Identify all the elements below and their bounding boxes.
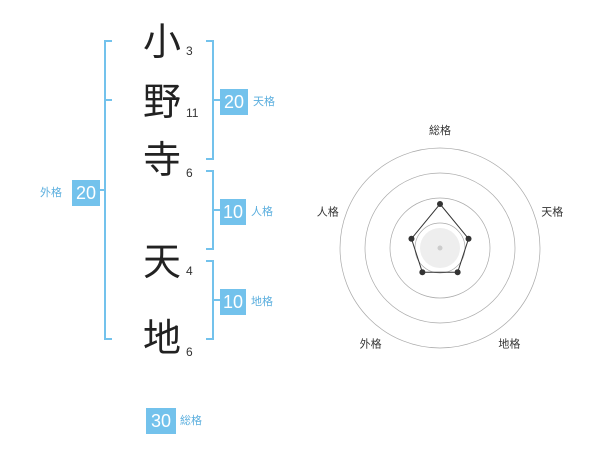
gaikaku-bracket-connector <box>98 189 106 191</box>
char-2: 野 <box>142 80 181 124</box>
char-5-strokes: 6 <box>186 345 193 359</box>
tenkaku-bracket-connector <box>212 99 220 101</box>
char-2-strokes: 11 <box>186 106 199 120</box>
radar-axis-label-1: 総格 <box>429 123 451 137</box>
radar-point-3 <box>454 269 461 276</box>
radar-point-4 <box>419 269 426 276</box>
char-3: 寺 <box>142 138 181 182</box>
soukaku-label: 総格 <box>180 414 202 427</box>
chikaku-score: 10 <box>220 289 246 315</box>
jinkaku-label: 人格 <box>251 205 273 218</box>
radar-ring-2 <box>389 197 491 299</box>
radar-series-outline <box>410 203 470 273</box>
gaikaku-bracket-inner-tick <box>104 99 112 101</box>
gaikaku-label: 外格 <box>40 186 62 199</box>
char-1: 小 <box>142 20 181 64</box>
radar-axis-label-4: 外格 <box>360 336 382 350</box>
radar-axis-label-2: 天格 <box>541 205 563 219</box>
soukaku-score: 30 <box>146 408 176 434</box>
radar-point-1 <box>437 201 443 207</box>
radar-center-dot <box>437 245 443 251</box>
radar-axis-label-5: 人格 <box>317 205 339 219</box>
gaikaku-score: 20 <box>72 180 100 206</box>
radar-ring-4 <box>339 147 541 349</box>
char-4-strokes: 4 <box>186 264 193 278</box>
radar-point-5 <box>408 235 415 242</box>
jinkaku-score: 10 <box>220 199 246 225</box>
char-5: 地 <box>142 316 181 360</box>
jinkaku-bracket-connector <box>212 209 220 211</box>
char-4: 天 <box>142 240 181 284</box>
char-1-strokes: 3 <box>186 44 193 58</box>
tenkaku-score: 20 <box>220 89 248 115</box>
chikaku-label: 地格 <box>251 295 273 308</box>
radar-axis-label-3: 地格 <box>498 336 520 350</box>
tenkaku-label: 天格 <box>253 95 275 108</box>
char-3-strokes: 6 <box>186 166 193 180</box>
radar-point-2 <box>465 235 472 242</box>
chikaku-bracket-connector <box>212 299 220 301</box>
radar-ring-3 <box>364 172 516 324</box>
